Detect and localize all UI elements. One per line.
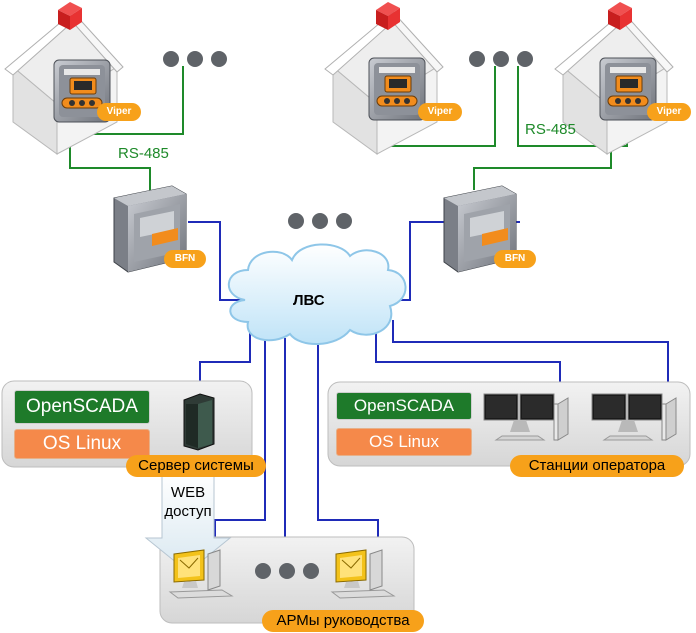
- lan-link: [188, 221, 245, 301]
- lan-link: [317, 345, 379, 552]
- viper-device: [368, 57, 426, 121]
- lan-cloud: [227, 243, 407, 346]
- rs485-label-left: RS-485: [118, 145, 169, 162]
- lan-link: [214, 338, 266, 548]
- ellipsis-dots: [163, 51, 533, 579]
- operator-os: OS Linux: [336, 428, 472, 456]
- operator-caption: Станции оператора: [510, 455, 684, 477]
- web-access-line2: доступ: [164, 503, 212, 520]
- lan-link: [392, 320, 669, 412]
- management-caption: АРМы руководства: [262, 610, 424, 632]
- viper-label: Viper: [97, 103, 141, 121]
- server-caption: Сервер системы: [126, 455, 266, 477]
- viper-label: Viper: [647, 103, 691, 121]
- rs485-label-right: RS-485: [525, 121, 576, 138]
- bfn-label: BFN: [164, 250, 206, 268]
- bfn-label: BFN: [494, 250, 536, 268]
- server-os: OS Linux: [14, 429, 150, 459]
- server-openscada: OpenSCADA: [14, 390, 150, 424]
- viper-label: Viper: [418, 103, 462, 121]
- web-access-line1: WEB: [170, 484, 206, 501]
- lan-label: ЛВС: [293, 292, 325, 309]
- operator-openscada: OpenSCADA: [336, 392, 472, 420]
- server-tower: [183, 393, 215, 451]
- lan-link: [199, 332, 251, 396]
